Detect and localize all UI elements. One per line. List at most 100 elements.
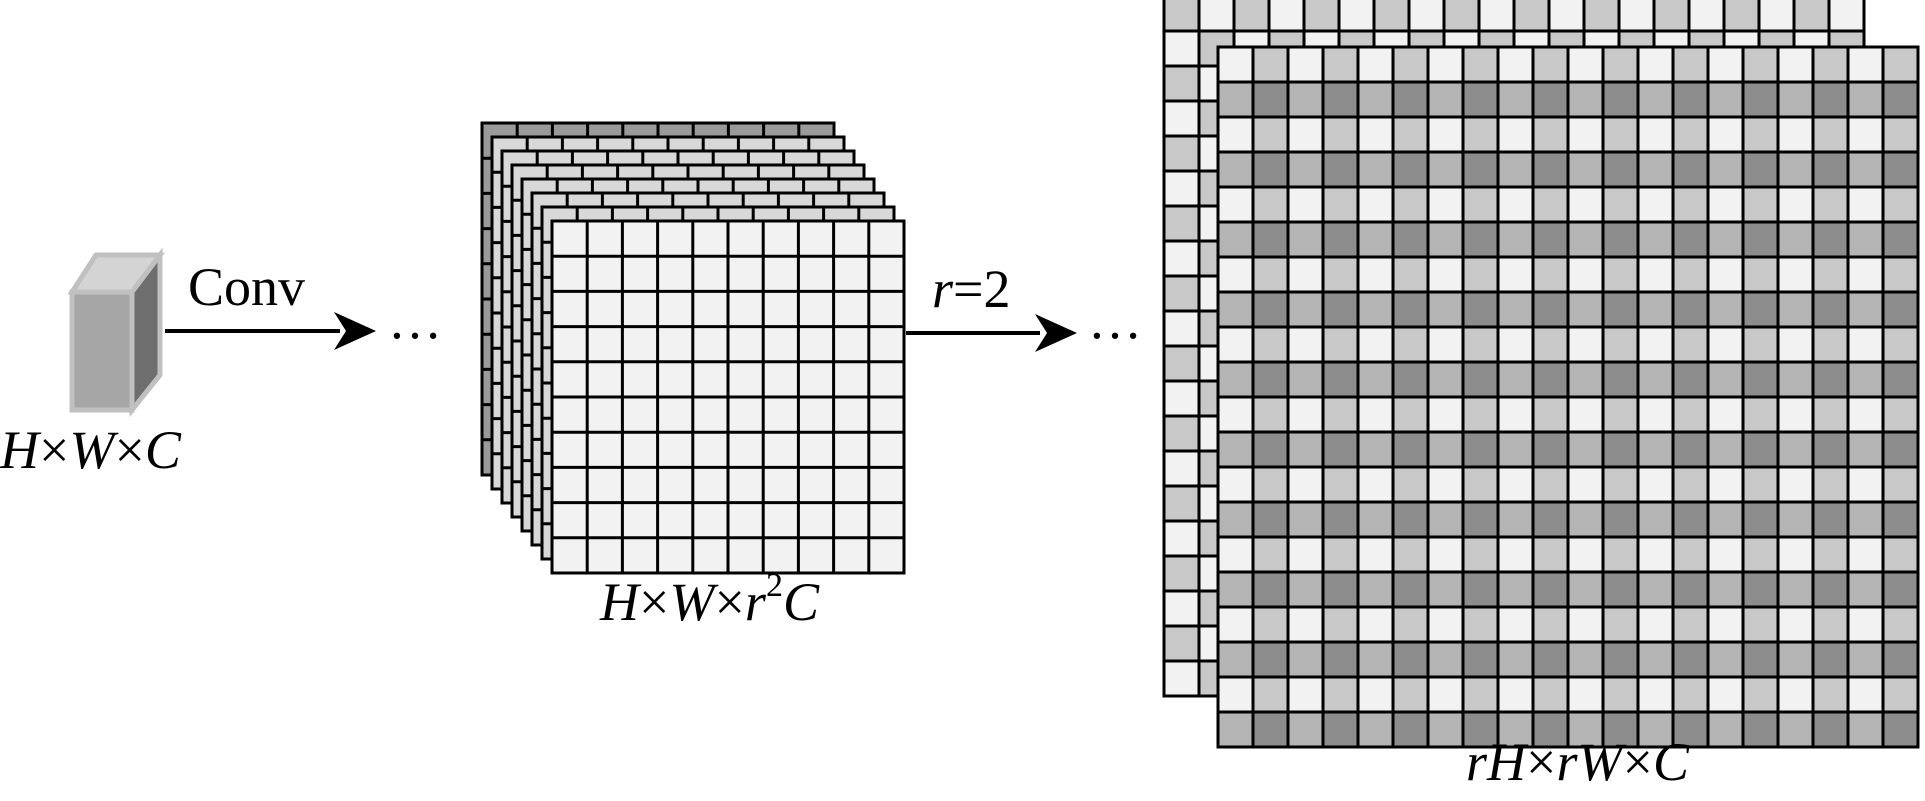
output-cell <box>1671 430 1710 469</box>
output-cell <box>1356 80 1395 119</box>
output-cell <box>1197 0 1236 33</box>
output-cell <box>1162 169 1201 208</box>
output-cell <box>1601 45 1640 84</box>
output-cell <box>1652 0 1691 33</box>
output-cell <box>1286 675 1325 714</box>
output-cell <box>1846 255 1885 294</box>
output-cell <box>1881 605 1920 644</box>
output-cell <box>1531 395 1570 434</box>
output-cell <box>1391 605 1430 644</box>
output-cell <box>1356 605 1395 644</box>
front-feature-map <box>550 219 906 575</box>
output-cell <box>1321 710 1360 749</box>
output-cell <box>1286 500 1325 539</box>
output-cell <box>1811 325 1850 364</box>
output-cell <box>1321 290 1360 329</box>
output-cell <box>1636 115 1675 154</box>
output-cell <box>1426 150 1465 189</box>
output-cell <box>1811 45 1850 84</box>
output-cell <box>1636 185 1675 224</box>
output-cell <box>1426 220 1465 259</box>
output-cell <box>1356 185 1395 224</box>
output-cell <box>1601 535 1640 574</box>
output-cell <box>1531 360 1570 399</box>
output-cell <box>1216 115 1255 154</box>
output-cell <box>1741 325 1780 364</box>
output-cell <box>1162 344 1201 383</box>
output-cell <box>1286 325 1325 364</box>
output-cell <box>1601 185 1640 224</box>
output-cell <box>1321 150 1360 189</box>
output-cell <box>1846 675 1885 714</box>
output-cell <box>1846 535 1885 574</box>
output-cell <box>1881 500 1920 539</box>
output-cell <box>1846 290 1885 329</box>
output-cell <box>1286 255 1325 294</box>
output-cell <box>1601 80 1640 119</box>
output-cell <box>1706 325 1745 364</box>
output-cell <box>1216 605 1255 644</box>
output-cell <box>1356 710 1395 749</box>
output-cell <box>1566 80 1605 119</box>
output-cell <box>1356 500 1395 539</box>
output-cell <box>1741 150 1780 189</box>
output-cell <box>1776 535 1815 574</box>
output-cell <box>1162 659 1201 698</box>
output-cell <box>1811 185 1850 224</box>
output-cell <box>1356 395 1395 434</box>
output-cell <box>1251 45 1290 84</box>
output-cell <box>1356 430 1395 469</box>
output-cell <box>1426 675 1465 714</box>
output-cell <box>1531 185 1570 224</box>
output-cell <box>1566 115 1605 154</box>
output-cell <box>1531 115 1570 154</box>
output-cell <box>1251 535 1290 574</box>
output-cell <box>1162 449 1201 488</box>
output-cell <box>1321 430 1360 469</box>
output-cell <box>1706 535 1745 574</box>
output-cell <box>1496 115 1535 154</box>
output-cell <box>1566 45 1605 84</box>
output-cell <box>1776 395 1815 434</box>
output-cell <box>1776 640 1815 679</box>
output-cell <box>1162 29 1201 68</box>
output-cell <box>1216 535 1255 574</box>
output-cell <box>1601 710 1640 749</box>
output-cell <box>1391 500 1430 539</box>
output-cell <box>1426 360 1465 399</box>
output-cell <box>1162 414 1201 453</box>
output-cell <box>1461 570 1500 609</box>
output-cell <box>1426 535 1465 574</box>
output-cell <box>1216 500 1255 539</box>
output-cell <box>1566 500 1605 539</box>
output-cell <box>1426 640 1465 679</box>
output-cell <box>1776 570 1815 609</box>
output-cell <box>1776 220 1815 259</box>
output-cell <box>1566 640 1605 679</box>
output-cell <box>1461 430 1500 469</box>
output-cell <box>1531 150 1570 189</box>
output-cell <box>1671 360 1710 399</box>
output-cell <box>1671 325 1710 364</box>
output-cell <box>1461 220 1500 259</box>
output-cell <box>1881 185 1920 224</box>
output-cell <box>1496 395 1535 434</box>
output-cell <box>1776 115 1815 154</box>
output-cell <box>1391 640 1430 679</box>
output-cell <box>1881 640 1920 679</box>
output-cell <box>1496 605 1535 644</box>
output-cell <box>1741 360 1780 399</box>
output-cell <box>1671 500 1710 539</box>
output-cell <box>1846 395 1885 434</box>
output-cell <box>1706 360 1745 399</box>
output-cell <box>1846 185 1885 224</box>
output-cell <box>1741 290 1780 329</box>
output-cell <box>1881 80 1920 119</box>
output-cell <box>1251 570 1290 609</box>
output-cell <box>1496 675 1535 714</box>
output-cell <box>1776 500 1815 539</box>
output-cell <box>1776 430 1815 469</box>
output-cell <box>1286 465 1325 504</box>
output-cell <box>1741 465 1780 504</box>
output-cell <box>1811 675 1850 714</box>
